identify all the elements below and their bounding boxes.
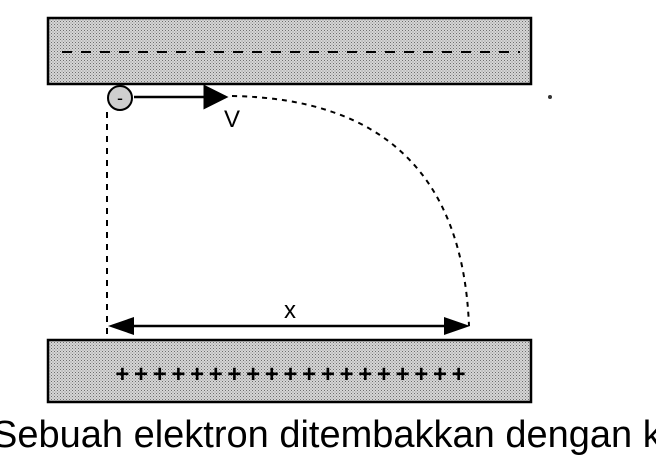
electron: -	[107, 85, 133, 111]
caption-text: Sebuah elektron ditembakkan dengan ke	[0, 414, 656, 456]
top-plate-charges: - - - - - - - - - - - - - - - - - - -	[284, 59, 296, 61]
velocity-label: V	[224, 106, 240, 133]
distance-arrow	[108, 317, 470, 335]
bottom-plate-charges: + + + + + + + + + + + + + + + + + + +	[115, 361, 465, 388]
stray-mark	[548, 95, 552, 99]
distance-label: x	[284, 297, 296, 324]
electron-trajectory	[231, 95, 470, 327]
bottom-plate: + + + + + + + + + + + + + + + + + + +	[46, 338, 533, 404]
electron-charge-symbol: -	[117, 88, 123, 108]
top-plate: - - - - - - - - - - - - - - - - - - -	[46, 16, 533, 86]
